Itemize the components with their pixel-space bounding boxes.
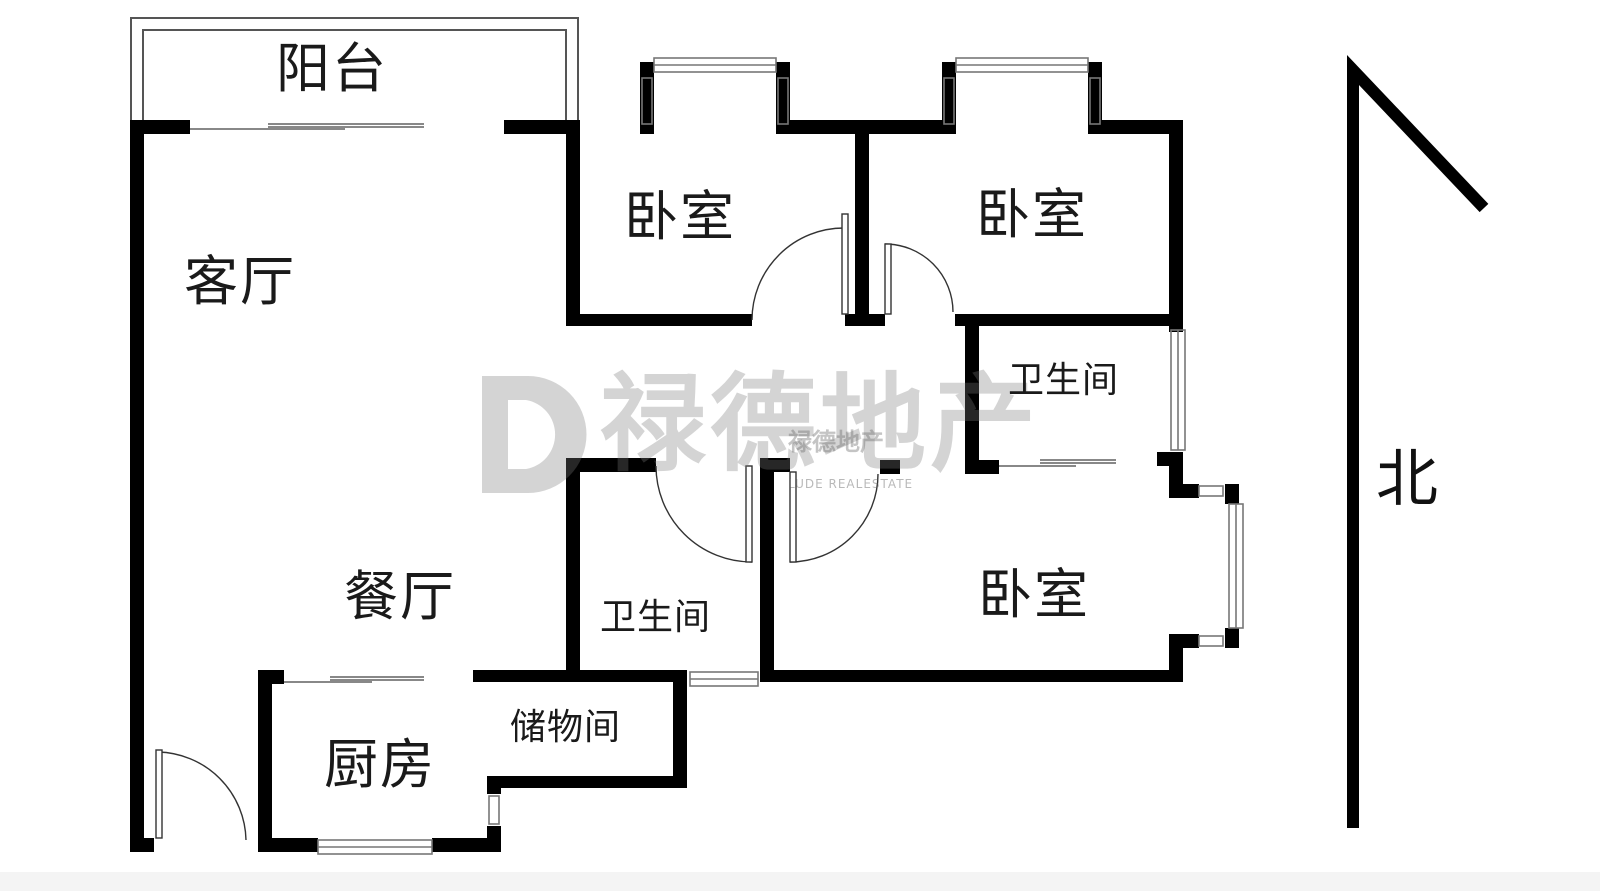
bottom-strip xyxy=(0,872,1600,891)
room-label-bedroom-2: 卧室 xyxy=(976,183,1088,246)
room-label-dining-room: 餐厅 xyxy=(344,565,456,628)
room-label-storage: 储物间 xyxy=(510,707,622,748)
sliding-doors xyxy=(284,459,1116,683)
room-label-kitchen: 厨房 xyxy=(324,733,436,796)
compass-north-label: 北 xyxy=(1376,442,1439,515)
swing-doors xyxy=(155,213,954,841)
watermark-brand-en: LUDE REALESTATE xyxy=(788,477,914,491)
balcony-sliding-door xyxy=(190,123,424,130)
watermark-brand: 禄德地产 xyxy=(600,363,1040,486)
room-label-living-room: 客厅 xyxy=(184,250,296,313)
room-label-bedroom-1: 卧室 xyxy=(624,185,736,248)
walls xyxy=(130,62,1239,852)
watermark-brand-small: 禄德地产 xyxy=(788,428,884,456)
room-label-bedroom-3: 卧室 xyxy=(978,563,1090,626)
balcony-outline xyxy=(130,17,579,125)
windows xyxy=(317,57,1244,855)
room-label-bathroom-2: 卫生间 xyxy=(600,597,712,638)
north-arrow xyxy=(1347,54,1489,828)
watermark-logo-icon xyxy=(482,376,587,493)
room-label-balcony: 阳台 xyxy=(276,37,388,100)
room-label-bathroom-1: 卫生间 xyxy=(1008,360,1120,401)
